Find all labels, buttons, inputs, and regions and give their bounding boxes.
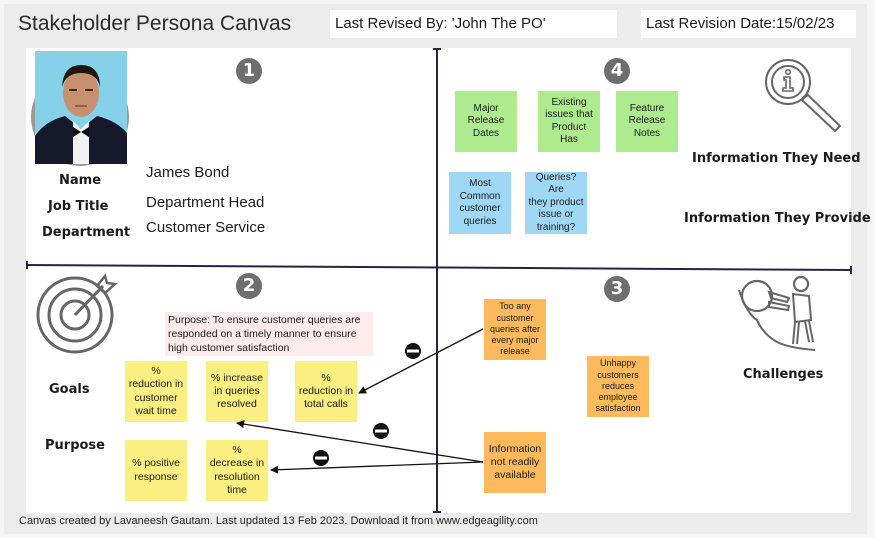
sticky-note-challenge-2[interactable]: Unhappy customers reduces employee satis…: [587, 356, 649, 417]
sticky-note-goal-3[interactable]: % reduction in total calls: [295, 361, 357, 422]
purpose-note[interactable]: Purpose: To ensure customer queries are …: [165, 312, 373, 356]
goals-label: Goals: [49, 382, 90, 397]
sticky-note-challenge-1[interactable]: Too any customer queries after every maj…: [484, 299, 546, 360]
information-they-need-label: Information They Need: [692, 151, 861, 166]
portrait-photo: [35, 51, 127, 164]
vertical-axis-cap-top: [433, 48, 441, 50]
last-revised-by-field[interactable]: Last Revised By: 'John The PO': [330, 10, 617, 38]
sticky-note-goal-2[interactable]: % increase in queries resolved: [206, 361, 268, 422]
sticky-note-need-3[interactable]: Feature Release Notes: [616, 91, 678, 152]
purpose-label: Purpose: [45, 438, 105, 453]
sticky-note-goal-1[interactable]: % reduction in customer wait time: [125, 361, 187, 422]
field-value-name[interactable]: James Bond: [146, 164, 230, 181]
field-label-job-title: Job Title: [48, 199, 109, 214]
quadrant-3-badge: 3: [604, 276, 630, 302]
pushing-boulder-icon: [738, 275, 816, 351]
vertical-axis: [436, 49, 438, 513]
sticky-note-need-2[interactable]: Existing issues that Product Has: [538, 91, 600, 152]
info-magnifier-icon: [765, 59, 842, 133]
sticky-note-provide-1[interactable]: Most Common customer queries: [449, 172, 511, 234]
footer-credit: Canvas created by Lavaneesh Gautam. Last…: [19, 515, 538, 527]
sticky-note-purpose-1[interactable]: % positive response: [125, 440, 187, 501]
field-label-name: Name: [59, 173, 102, 188]
sticky-note-challenge-3[interactable]: Information not readily available: [484, 432, 546, 493]
quadrant-1-badge: 1: [236, 58, 262, 84]
sticky-note-need-1[interactable]: Major Release Dates: [455, 91, 517, 152]
page-title: Stakeholder Persona Canvas: [18, 12, 292, 35]
field-label-department: Department: [42, 225, 131, 240]
field-value-department[interactable]: Customer Service: [146, 219, 266, 236]
sticky-note-provide-2[interactable]: Queries? Are they product issue or train…: [525, 172, 587, 234]
field-value-job-title[interactable]: Department Head: [146, 194, 265, 211]
information-they-provide-label: Information They Provide: [684, 211, 871, 226]
target-icon: [36, 273, 118, 354]
quadrant-2-badge: 2: [236, 273, 262, 299]
quadrant-4-badge: 4: [604, 58, 630, 84]
vertical-axis-cap-bottom: [433, 511, 441, 513]
challenges-label: Challenges: [743, 367, 824, 382]
last-revision-date-field[interactable]: Last Revision Date:15/02/23: [641, 10, 856, 38]
sticky-note-purpose-2[interactable]: % decrease in resolution time: [206, 440, 268, 501]
